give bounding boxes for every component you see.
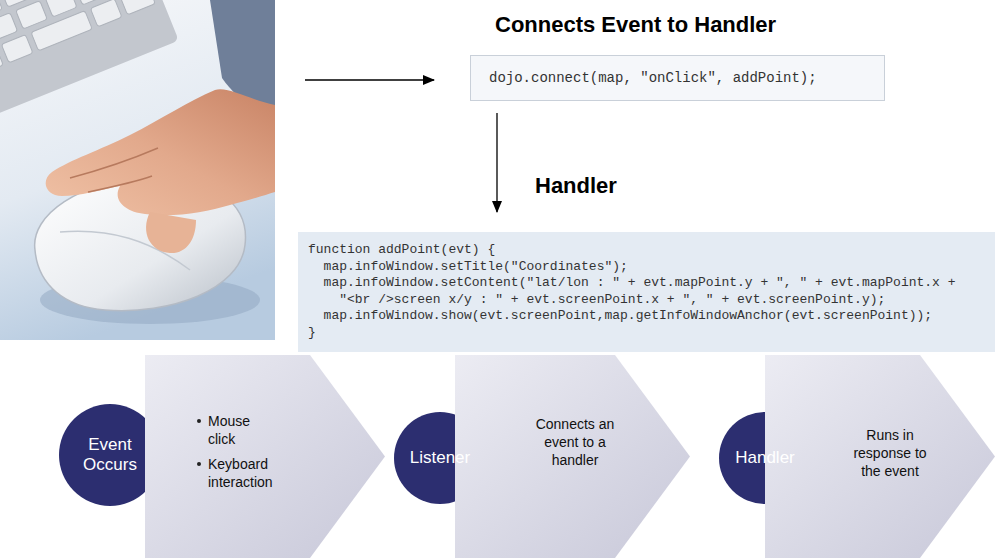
keyboard-key [16, 1, 48, 29]
chevron-arrow [145, 355, 385, 558]
bullet-item: Keyboard interaction [197, 455, 279, 491]
pointer-arrow [305, 79, 434, 80]
keyboard-key [0, 47, 3, 75]
code-panel: dojo.connect(map, "onClick", addPoint); [470, 55, 885, 101]
finger-line [70, 148, 158, 178]
code-line: map.infoWindow.setContent("lat/lon : " +… [308, 275, 985, 292]
heading: Connects Event to Handler [495, 12, 776, 38]
chevron-arrow [765, 355, 995, 558]
keyboard-body [0, 0, 179, 123]
step-description: Runs in response to the event [844, 426, 936, 480]
keyboard-key [31, 11, 92, 51]
heading: Handler [535, 173, 617, 199]
circle-label: Event Occurs [68, 435, 152, 475]
code-line: "<br />screen x/y : " + evt.screenPoint.… [308, 292, 985, 309]
code-box: Connects Event to Handler dojo.connect(ma… [470, 12, 885, 101]
keyboard-key [90, 0, 122, 27]
code-line: map.infoWindow.setTitle("Coordinates"); [308, 259, 985, 276]
step-chevron: Mouse clickKeyboard interaction [145, 355, 385, 558]
keyboard-key [0, 13, 18, 41]
step-chevron: Connects an event to a handler [455, 355, 690, 558]
keyboard-key [45, 0, 77, 17]
code-line: map.infoWindow.show(evt.screenPoint,map.… [308, 308, 985, 325]
keyboard-key [101, 0, 156, 15]
code-line: dojo.connect(map, "onClick", addPoint); [489, 68, 866, 88]
bullet-item: Mouse click [197, 412, 279, 448]
code-line: function addPoint(evt) { [308, 242, 985, 259]
chevron-arrow [455, 355, 690, 558]
finger-line [88, 176, 152, 192]
thumb [146, 212, 196, 253]
keyboard-key [1, 35, 33, 63]
hand [46, 89, 275, 215]
flow-arrow [496, 113, 497, 212]
circle-label: Handler [735, 448, 795, 468]
code-panel: function addPoint(evt) {map.infoWindow.s… [298, 232, 995, 352]
code-line: } [308, 325, 985, 342]
circle-label: Listener [410, 448, 470, 468]
step-chevron: Runs in response to the event [765, 355, 995, 558]
step-description: Connects an event to a handler [527, 415, 623, 469]
code-box: Handlerfunction addPoint(evt) {map.infoW… [298, 170, 995, 352]
